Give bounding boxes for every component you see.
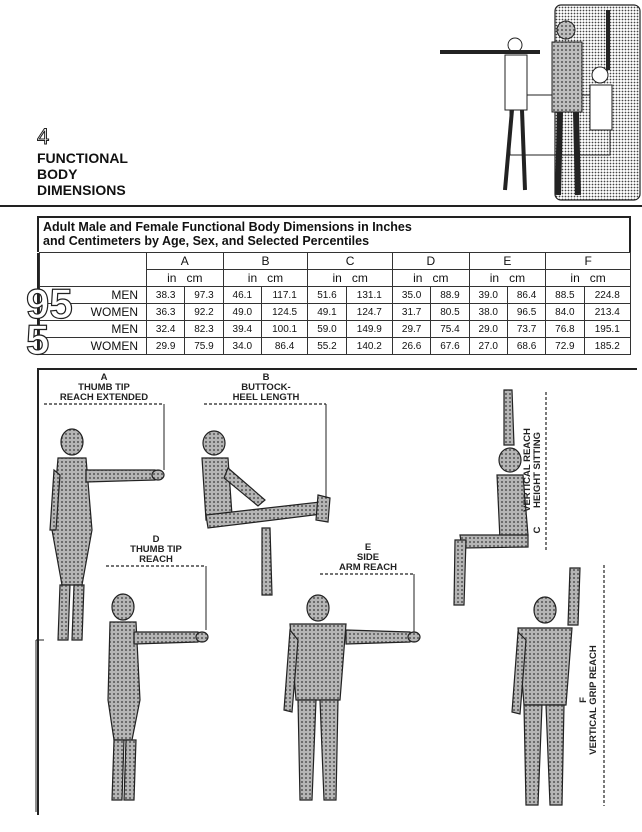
figure-e-letter: E	[365, 542, 371, 553]
figure-e	[283, 594, 421, 801]
cell-in: 34.0	[222, 337, 262, 355]
figure-d	[107, 593, 209, 801]
figure-e-label: SIDE	[357, 552, 379, 563]
chapter-title: FUNCTIONAL BODY DIMENSIONS	[37, 150, 177, 198]
table-row: WOMEN 29.9 75.9 34.0 86.4 55.2 140.2 26.…	[38, 337, 632, 355]
dimensions-table: A B C D E F in cm in cm in cm in cm in c…	[37, 252, 632, 355]
figure-b	[201, 430, 331, 596]
figure-d-label: THUMB TIP	[130, 544, 182, 555]
section-divider	[0, 205, 642, 207]
figure-f-letter: F	[578, 697, 589, 703]
table-title-line: and Centimeters by Age, Sex, and Selecte…	[43, 234, 370, 248]
chapter-number: 4	[36, 124, 50, 150]
table-title: Adult Male and Female Functional Body Di…	[37, 216, 631, 252]
figure-c-label: HEIGHT SITTING	[532, 432, 543, 508]
unit-header: in cm	[307, 269, 393, 287]
percentile-95-label: 95	[25, 280, 73, 327]
unit-header: in cm	[545, 269, 631, 287]
figure-e-label: ARM REACH	[339, 562, 397, 573]
cell-cm: 213.4	[583, 303, 632, 321]
figure-d-letter: D	[153, 534, 160, 545]
figure-a-label: REACH EXTENDED	[60, 392, 148, 403]
table-row: WOMEN 36.3 92.2 49.0 124.5 49.1 124.7 31…	[38, 303, 632, 321]
cell-in: 55.2	[307, 337, 347, 355]
figure-f	[511, 567, 581, 806]
figure-f-label: VERTICAL GRIP REACH	[588, 645, 599, 755]
figure-b-label: BUTTOCK-	[241, 382, 290, 393]
figure-a-label: THUMB TIP	[78, 382, 130, 393]
figure-b-label: HEEL LENGTH	[233, 392, 300, 403]
figure-b-letter: B	[263, 372, 270, 383]
table-header-row: A B C D E F	[37, 252, 631, 355]
chapter-title-line: DIMENSIONS	[37, 182, 126, 198]
figure-c-letter: C	[532, 526, 543, 533]
figure-a	[49, 428, 165, 641]
table-row: MEN 38.3 97.3 46.1 117.1 51.6 131.1 35.0…	[38, 286, 632, 304]
table-title-line: Adult Male and Female Functional Body Di…	[43, 220, 412, 234]
chapter-title-line: FUNCTIONAL	[37, 150, 128, 166]
dimensions-table-container: Adult Male and Female Functional Body Di…	[37, 216, 632, 355]
figure-c	[453, 389, 529, 606]
chapter-title-line: BODY	[37, 166, 78, 182]
cell-cm: 185.2	[583, 337, 632, 355]
figure-c-label: VERTICAL REACH	[522, 428, 533, 512]
figure-d-label: REACH	[139, 554, 173, 565]
figures-panel	[37, 368, 637, 815]
row-label: WOMEN	[39, 337, 147, 355]
figure-a-letter: A	[101, 372, 108, 383]
cell-in: 72.9	[545, 337, 585, 355]
percentile-5-label: 5	[25, 316, 50, 363]
unit-header: in cm	[146, 269, 224, 287]
